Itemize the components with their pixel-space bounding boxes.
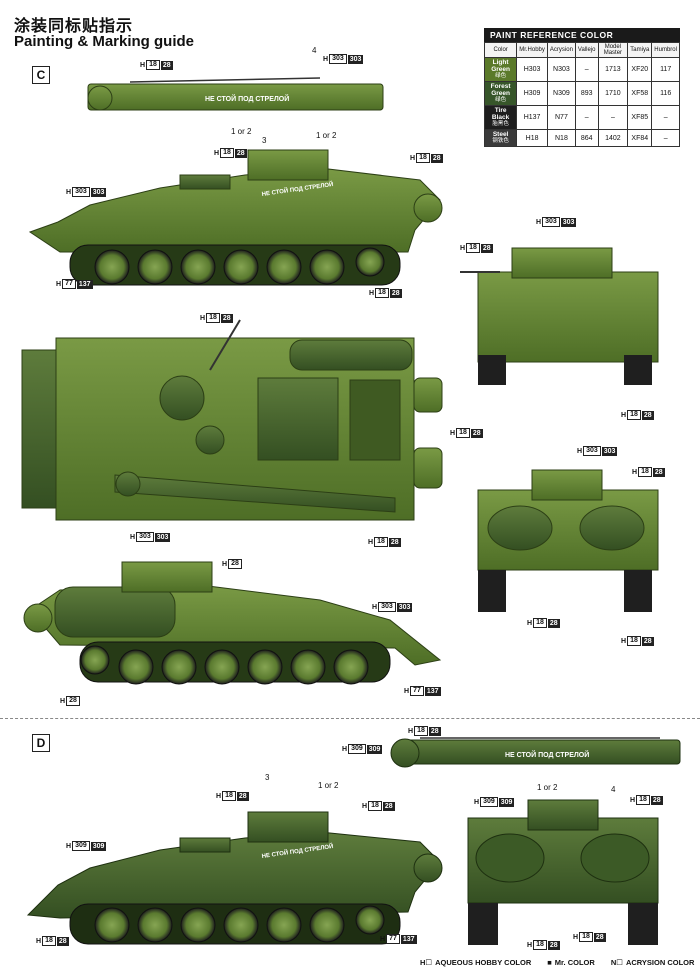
part-label-1-or-2: 1 or 2	[231, 127, 252, 136]
paint-table-title: PAINT REFERENCE COLOR	[484, 28, 680, 42]
d-part-label-3: 3	[265, 773, 270, 782]
d-part-label-4: 4	[611, 785, 616, 794]
c-front-view	[460, 247, 659, 385]
d-jib-marking: НЕ СТОЙ ПОД СТРЕЛОЙ	[505, 750, 589, 759]
col-modelmaster: Model Master	[597, 42, 629, 58]
cell: H18	[516, 129, 548, 147]
legend-mr-color: ■Mr. COLOR	[547, 958, 595, 967]
c-side-view-right	[23, 561, 442, 685]
c-crane-jib: НЕ СТОЙ ПОД СТРЕЛОЙ	[87, 77, 384, 111]
paint-reference-table: PAINT REFERENCE COLOR Color Mr.Hobby Acr…	[483, 28, 680, 147]
legend-acrysion: N☐ACRYSION COLOR	[610, 958, 695, 967]
cell: H309	[516, 81, 548, 106]
color-legend: H☐AQUEOUS HOBBY COLOR ■Mr. COLOR N☐ACRYS…	[420, 958, 694, 967]
cell: XF20	[627, 57, 653, 82]
d-rear-view	[467, 799, 659, 945]
col-color: Color	[483, 42, 518, 58]
part-label-4: 4	[312, 46, 317, 55]
cell: XF84	[627, 129, 653, 147]
d-crane-jib: НЕ СТОЙ ПОД СТРЕЛОЙ	[390, 737, 681, 768]
section-divider	[0, 718, 700, 719]
cell: –	[651, 129, 680, 147]
page-title-chinese: 涂装同标贴指示	[14, 18, 134, 35]
d-part-label-1-or-2: 1 or 2	[318, 781, 339, 790]
part-label-3: 3	[262, 136, 267, 145]
cell: N18	[546, 129, 576, 147]
cell: N77	[546, 105, 576, 130]
legend-aqueous: H☐AQUEOUS HOBBY COLOR	[420, 958, 532, 967]
page-title: Painting & Marking guide	[14, 33, 195, 50]
c-jib-marking: НЕ СТОЙ ПОД СТРЕЛОЙ	[205, 94, 289, 103]
c-rear-view	[477, 469, 659, 612]
cell: XF58	[627, 81, 653, 106]
c-top-view	[21, 319, 443, 521]
col-tamiya: Tamiya	[627, 42, 653, 58]
section-d-label: D	[32, 734, 50, 752]
col-acrysion: Acrysion	[546, 42, 576, 58]
cell: N303	[546, 57, 576, 82]
c-side-view-left: НЕ СТОЙ ПОД СТРЕЛОЙ	[28, 149, 443, 286]
part-label-1-or-2-b: 1 or 2	[316, 131, 337, 140]
section-c-label: C	[32, 66, 50, 84]
cell: –	[651, 105, 680, 130]
d-side-view: НЕ СТОЙ ПОД СТРЕЛОЙ	[26, 811, 443, 945]
cell: 1710	[597, 81, 629, 106]
d-part-label-1-or-2-b: 1 or 2	[537, 783, 558, 792]
cell: 1402	[597, 129, 629, 147]
col-humbrol: Humbrol	[651, 42, 680, 58]
